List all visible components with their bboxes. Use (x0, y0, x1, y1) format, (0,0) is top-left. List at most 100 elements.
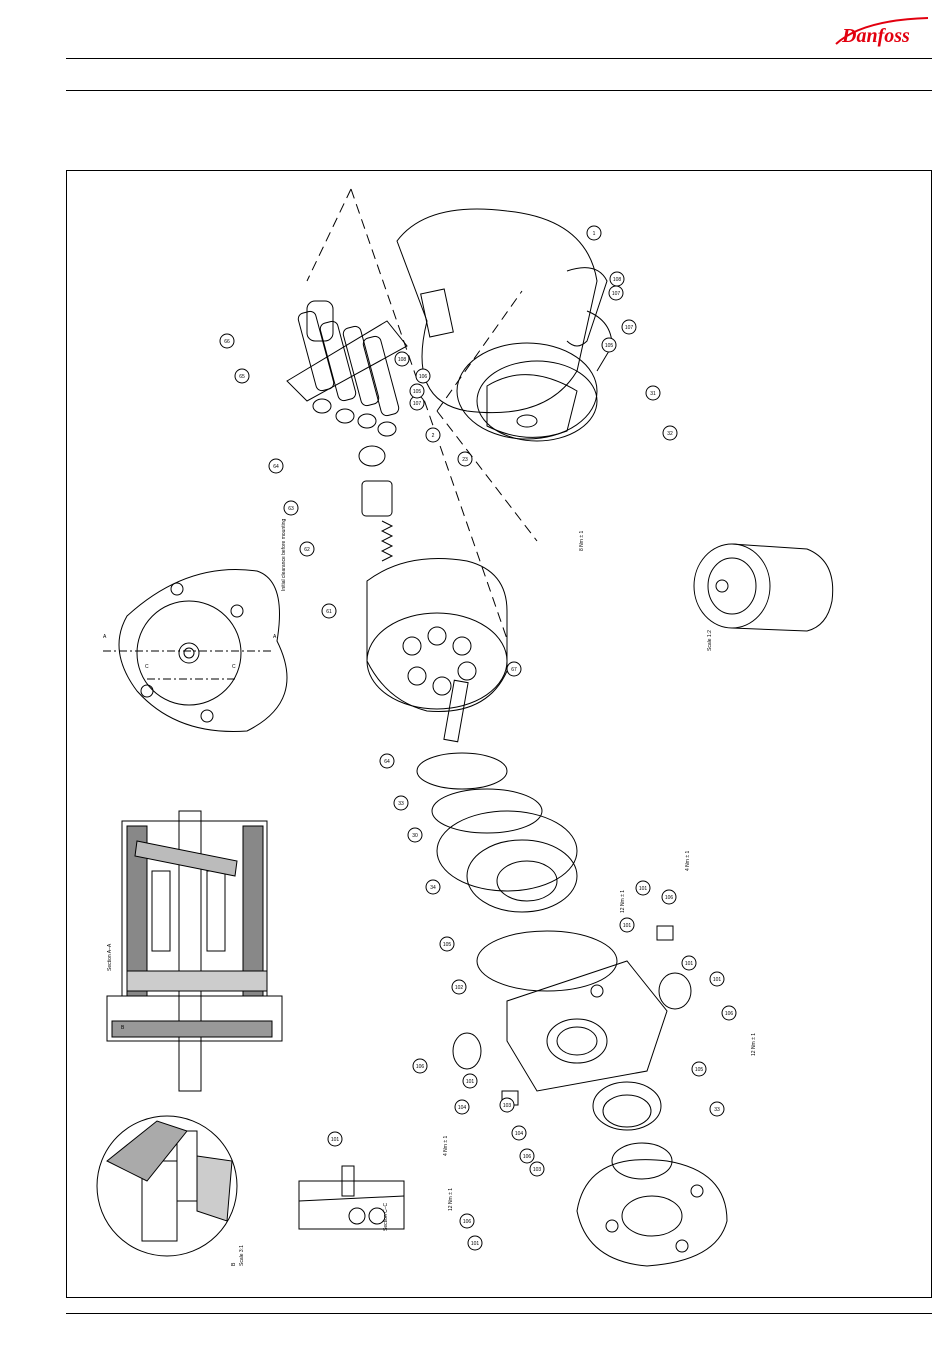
footer-rule (66, 1313, 932, 1314)
header-rule-top (66, 58, 932, 59)
end-cover (506, 960, 668, 1092)
callout-bubble: 65 (234, 368, 250, 384)
callout-bubble: 106 (519, 1148, 535, 1164)
svg-text:101: 101 (713, 977, 722, 983)
port-plate-assembly (416, 752, 578, 913)
svg-text:105: 105 (413, 389, 422, 395)
callout-bubble: 1 (586, 225, 602, 241)
callout-bubble: 107 (621, 319, 637, 335)
torque-label: 12 Nm ± 1 (751, 1033, 757, 1056)
detail-b-view (96, 1115, 238, 1257)
svg-text:33: 33 (398, 801, 404, 807)
svg-text:103: 103 (503, 1103, 512, 1109)
svg-text:64: 64 (384, 759, 390, 765)
svg-text:30: 30 (412, 833, 418, 839)
detail-b-scale: Scale 3:1 (239, 1245, 245, 1266)
svg-text:101: 101 (471, 1241, 480, 1247)
svg-text:104: 104 (458, 1105, 467, 1111)
callout-bubble: 106 (412, 1058, 428, 1074)
piston-cluster (286, 300, 408, 437)
brand-name: Danfoss (841, 25, 910, 47)
callout-bubble: 62 (299, 541, 315, 557)
section-mark-a-right: A (273, 634, 277, 640)
header-rule-bottom (66, 90, 932, 91)
callout-bubble: 105 (601, 337, 617, 353)
svg-text:63: 63 (288, 506, 294, 512)
callout-bubble: 66 (219, 333, 235, 349)
svg-text:2: 2 (432, 433, 435, 439)
front-view (103, 568, 288, 732)
sleeve-part (361, 480, 393, 517)
ball-part (358, 445, 386, 467)
svg-text:107: 107 (612, 291, 621, 297)
svg-text:105: 105 (443, 942, 452, 948)
callout-bubble: 101 (462, 1073, 478, 1089)
callout-bubble: 23 (457, 451, 473, 467)
section-mark-c-left: C (145, 664, 149, 670)
callout-bubble: 61 (321, 603, 337, 619)
svg-text:66: 66 (224, 339, 230, 345)
torque-label: 12 Nm ± 1 (620, 890, 626, 913)
cylinder-block (366, 558, 508, 743)
svg-text:101: 101 (466, 1079, 475, 1085)
callout-bubble: 102 (451, 979, 467, 995)
section-a-a-view (106, 810, 283, 1092)
callout-bubble: 67 (506, 661, 522, 677)
plug-left (452, 1032, 482, 1070)
callout-bubble: 106 (459, 1213, 475, 1229)
svg-text:34: 34 (430, 885, 436, 891)
o-ring (476, 930, 618, 992)
torque-label: 4 Nm ± 1 (685, 851, 691, 871)
callout-bubble: 30 (407, 827, 423, 843)
svg-text:102: 102 (455, 985, 464, 991)
danfoss-logo-mark: Danfoss (835, 17, 929, 47)
callout-bubble: 105 (439, 936, 455, 952)
drawing-frame: 1 108 107 107 108 107 2 31 23 32 66 65 6… (66, 170, 932, 1298)
svg-text:1: 1 (593, 231, 596, 237)
callout-bubble: 101 (619, 917, 635, 933)
clearance-note: Initial clearance before mounting (281, 519, 287, 591)
callout-bubble: 105 (409, 383, 425, 399)
callout-bubble: 31 (645, 385, 661, 401)
svg-text:107: 107 (413, 401, 422, 407)
callout-bubble: 104 (511, 1125, 527, 1141)
callout-bubble: 101 (681, 955, 697, 971)
snap-ring (611, 1142, 673, 1180)
spring-part (380, 520, 394, 562)
callout-bubble: 2 (425, 427, 441, 443)
svg-text:61: 61 (326, 609, 332, 615)
callout-bubble: 104 (454, 1099, 470, 1115)
svg-text:107: 107 (625, 325, 634, 331)
svg-text:106: 106 (419, 374, 428, 380)
scale-label: Scale 1:2 (707, 630, 713, 651)
section-mark-c-right: C (232, 664, 236, 670)
plug-right (658, 972, 692, 1010)
svg-text:106: 106 (725, 1011, 734, 1017)
svg-text:105: 105 (695, 1067, 704, 1073)
svg-text:33: 33 (714, 1107, 720, 1113)
section-c-c-label: Section C–C (383, 1203, 389, 1231)
svg-text:101: 101 (639, 886, 648, 892)
assembled-motor-view (693, 543, 834, 632)
torque-label: 4 Nm ± 1 (443, 1136, 449, 1156)
callout-bubble: 32 (662, 425, 678, 441)
callout-bubble: 103 (529, 1161, 545, 1177)
callout-bubble: 101 (467, 1235, 483, 1251)
svg-text:103: 103 (533, 1167, 542, 1173)
torque-label: 8 Nm ± 1 (579, 531, 585, 551)
callout-bubble: 33 (709, 1101, 725, 1117)
svg-text:106: 106 (463, 1219, 472, 1225)
callout-bubble: 63 (283, 500, 299, 516)
svg-text:67: 67 (511, 667, 517, 673)
svg-text:101: 101 (685, 961, 694, 967)
svg-text:101: 101 (331, 1137, 340, 1143)
callout-bubble: 101 (327, 1131, 343, 1147)
section-mark-a-left: A (103, 634, 107, 640)
svg-text:31: 31 (650, 391, 656, 397)
torque-label: 12 Nm ± 1 (448, 1188, 454, 1211)
svg-text:105: 105 (605, 343, 614, 349)
section-c-c-view (298, 1165, 405, 1230)
callout-bubble: 101 (635, 880, 651, 896)
section-a-a-label: Section A–A (107, 943, 113, 971)
detail-b-label: B (231, 1262, 237, 1266)
